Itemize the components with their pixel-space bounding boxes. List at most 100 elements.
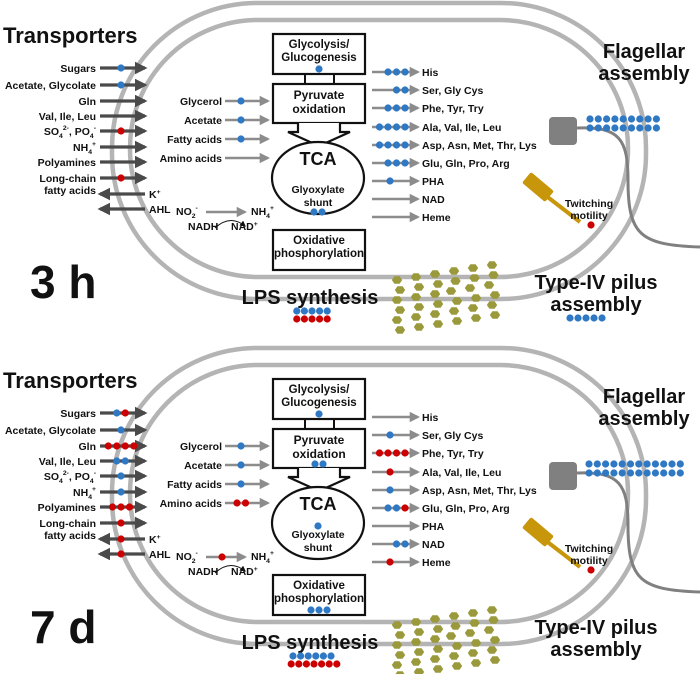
upregulated-gene-dot bbox=[401, 123, 409, 131]
pyruvate-label: Pyruvate bbox=[294, 433, 345, 447]
substrate-amino-acids: Amino acids bbox=[160, 497, 271, 510]
lps-sugar-unit bbox=[467, 649, 479, 657]
upregulated-gene-dot bbox=[113, 409, 121, 417]
transporter-label: Polyamines bbox=[38, 502, 97, 514]
assembly-title: assembly bbox=[598, 408, 690, 430]
upregulated-gene-dot bbox=[611, 115, 619, 123]
product-label: Heme bbox=[422, 212, 451, 224]
cofactor-curve-arrow bbox=[214, 220, 246, 229]
lps-sugar-unit bbox=[432, 625, 444, 633]
lps-sugar-unit bbox=[486, 646, 498, 654]
upregulated-gene-dot bbox=[610, 460, 618, 468]
transporter-polyamines: Polyamines bbox=[38, 500, 148, 514]
transporter-ahl: AHL bbox=[97, 547, 171, 561]
motility-label: motility bbox=[570, 210, 607, 222]
lps-sugar-unit bbox=[394, 631, 406, 639]
upregulated-gene-dot bbox=[619, 115, 627, 123]
upregulated-gene-dot bbox=[676, 469, 684, 477]
upregulated-gene-dot bbox=[323, 307, 331, 315]
lps-sugar-unit bbox=[470, 639, 482, 647]
nitrite-label: NO2- bbox=[176, 550, 198, 565]
pilus-title: Type-IV pilus bbox=[535, 617, 658, 639]
glycolysis-box: Glycolysis/Glucogenesis bbox=[271, 32, 367, 76]
transporter-label: Gln bbox=[79, 441, 97, 453]
transporter-label: Sugars bbox=[60, 63, 96, 75]
product-label: Ser, Gly Cys bbox=[422, 85, 483, 97]
upregulated-gene-dot bbox=[574, 314, 582, 322]
upregulated-gene-dot bbox=[598, 314, 606, 322]
substrate-label: Acetate bbox=[184, 460, 222, 472]
oxidative-label: Oxidative bbox=[293, 580, 345, 592]
lps-sugar-unit bbox=[391, 641, 403, 649]
transporter-gln: Gln bbox=[79, 94, 148, 108]
upregulated-gene-dot bbox=[603, 124, 611, 132]
substrate-fatty-acids: Fatty acids bbox=[167, 478, 271, 491]
product-phe-tyr-try: Phe, Tyr, Try bbox=[372, 102, 484, 115]
inner-membrane bbox=[127, 362, 631, 625]
lps-synthesis: LPS synthesis bbox=[242, 287, 378, 323]
lps-sugar-unit bbox=[445, 632, 457, 640]
lps-sugar-unit bbox=[429, 615, 441, 623]
flagellar-title: Flagellar bbox=[603, 41, 685, 63]
downregulated-gene-dot bbox=[117, 550, 125, 558]
transporter-label: NH4+ bbox=[73, 141, 96, 156]
upregulated-gene-dot bbox=[384, 159, 392, 167]
upregulated-gene-dot bbox=[636, 124, 644, 132]
lps-sugar-unit bbox=[451, 642, 463, 650]
lps-sugar-unit bbox=[391, 621, 403, 629]
lps-sugar-unit bbox=[469, 619, 480, 627]
transporter-val-ile-leu: Val, Ile, Leu bbox=[39, 109, 148, 123]
downregulated-gene-dot bbox=[130, 442, 138, 450]
transporter-sugars: Sugars bbox=[60, 406, 148, 420]
substrate-label: Fatty acids bbox=[167, 134, 222, 146]
lps-sugar-unit bbox=[391, 276, 403, 284]
upregulated-gene-dot bbox=[310, 208, 318, 216]
lps-sugar-unit bbox=[432, 320, 444, 328]
upregulated-gene-dot bbox=[635, 469, 643, 477]
lps-sugar-unit bbox=[469, 274, 480, 282]
product-glu-gln-pro-arg: Glu, Gln, Pro, Arg bbox=[372, 502, 510, 515]
downregulated-gene-dot bbox=[392, 449, 401, 457]
substrate-amino-acids: Amino acids bbox=[160, 152, 271, 165]
upregulated-gene-dot bbox=[237, 442, 245, 450]
transporter-so4-2-po4-: SO42-, PO4- bbox=[44, 124, 148, 140]
lps-sugar-unit bbox=[448, 267, 460, 275]
downregulated-gene-dot bbox=[375, 449, 384, 457]
upregulated-gene-dot bbox=[401, 68, 409, 76]
transporter-nh4-: NH4+ bbox=[73, 485, 148, 501]
downregulated-gene-dot bbox=[384, 449, 392, 457]
downregulated-gene-dot bbox=[125, 503, 134, 511]
upregulated-gene-dot bbox=[651, 469, 660, 477]
upregulated-gene-dot bbox=[315, 65, 323, 73]
product-phe-tyr-try: Phe, Tyr, Try bbox=[372, 447, 484, 460]
upregulated-gene-dot bbox=[323, 606, 331, 614]
transporter-label-line2: fatty acids bbox=[44, 530, 96, 542]
product-ser-gly-cys: Ser, Gly Cys bbox=[372, 84, 483, 97]
pilus-base-icon bbox=[522, 517, 554, 547]
upregulated-gene-dot bbox=[660, 469, 668, 477]
lps-sugar-unit bbox=[413, 648, 425, 656]
lps-sugar-unit bbox=[451, 662, 463, 670]
upregulated-gene-dot bbox=[593, 460, 601, 468]
upregulated-gene-dot bbox=[293, 307, 301, 315]
product-pha: PHA bbox=[372, 175, 445, 188]
downregulated-gene-dot bbox=[117, 127, 125, 135]
upregulated-gene-dot bbox=[384, 104, 392, 112]
upregulated-gene-dot bbox=[316, 307, 324, 315]
nitrite-label: NO2- bbox=[176, 205, 198, 220]
lps-sugar-unit bbox=[483, 626, 495, 634]
upregulated-gene-dot bbox=[643, 469, 651, 477]
transporter-label: Val, Ile, Leu bbox=[39, 456, 96, 468]
product-ala-val-ile-leu: Ala, Val, Ile, Leu bbox=[372, 121, 501, 134]
downregulated-gene-dot bbox=[295, 660, 303, 668]
upregulated-gene-dot bbox=[318, 208, 326, 216]
upregulated-gene-dot bbox=[237, 461, 245, 469]
nad-plus-label: NAD+ bbox=[231, 221, 258, 233]
substrate-label: Acetate bbox=[184, 115, 222, 127]
